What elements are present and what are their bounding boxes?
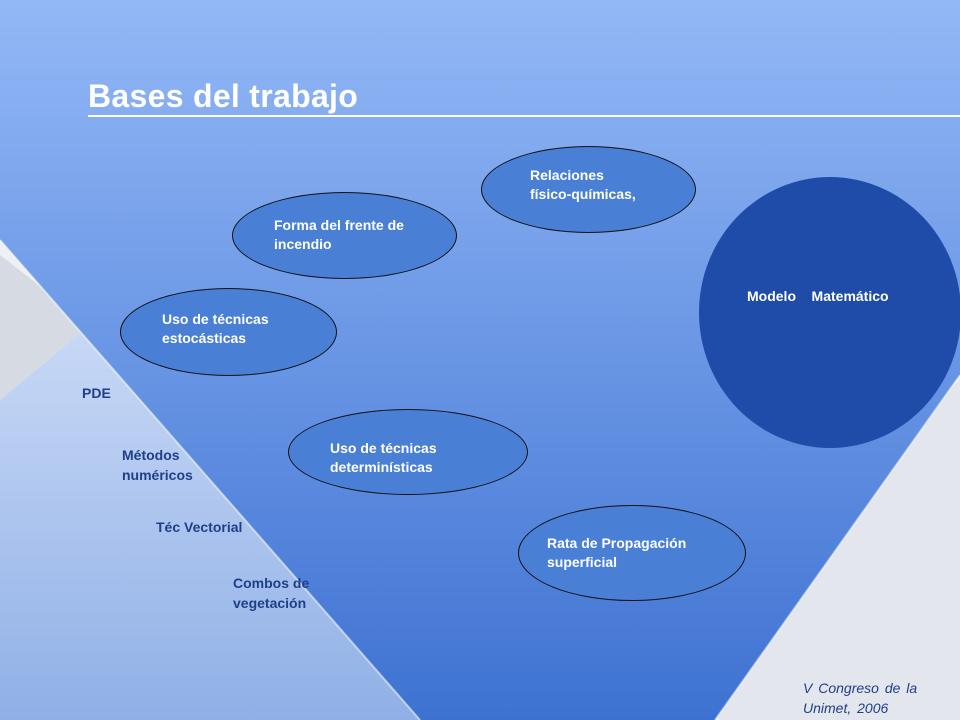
ellipse-deterministicas-text: Uso de técnicas determinísticas [330,440,437,475]
ellipse-rata: Rata de Propagación superficial [518,505,746,601]
label-pde: PDE [82,385,111,401]
ellipse-rata-text: Rata de Propagación superficial [547,535,687,570]
ellipse-estocasticas-text: Uso de técnicas estocásticas [162,311,269,346]
modelo-matematico-label: Modelo Matemático [747,288,889,304]
title-underline [88,115,960,117]
slide-title: Bases del trabajo [88,78,359,114]
ellipse-deterministicas: Uso de técnicas determinísticas [288,409,528,495]
ellipse-relaciones-text: Relaciones físico-químicas, [530,167,636,202]
modelo-matematico-circle: Modelo Matemático [699,177,960,448]
ellipse-forma: Forma del frente de incendio [232,192,457,279]
ellipse-estocasticas: Uso de técnicas estocásticas [120,288,337,376]
label-combos-vegetacion: Combos de vegetación [233,575,310,611]
ellipse-forma-text: Forma del frente de incendio [274,217,404,252]
label-tec-vectorial: Téc Vectorial [156,519,243,535]
ellipse-relaciones: Relaciones físico-químicas, [481,146,696,233]
footer-note: V Congreso de la Unimet, 2006 [803,680,918,716]
label-metodos-numericos: Métodos numéricos [122,447,193,483]
